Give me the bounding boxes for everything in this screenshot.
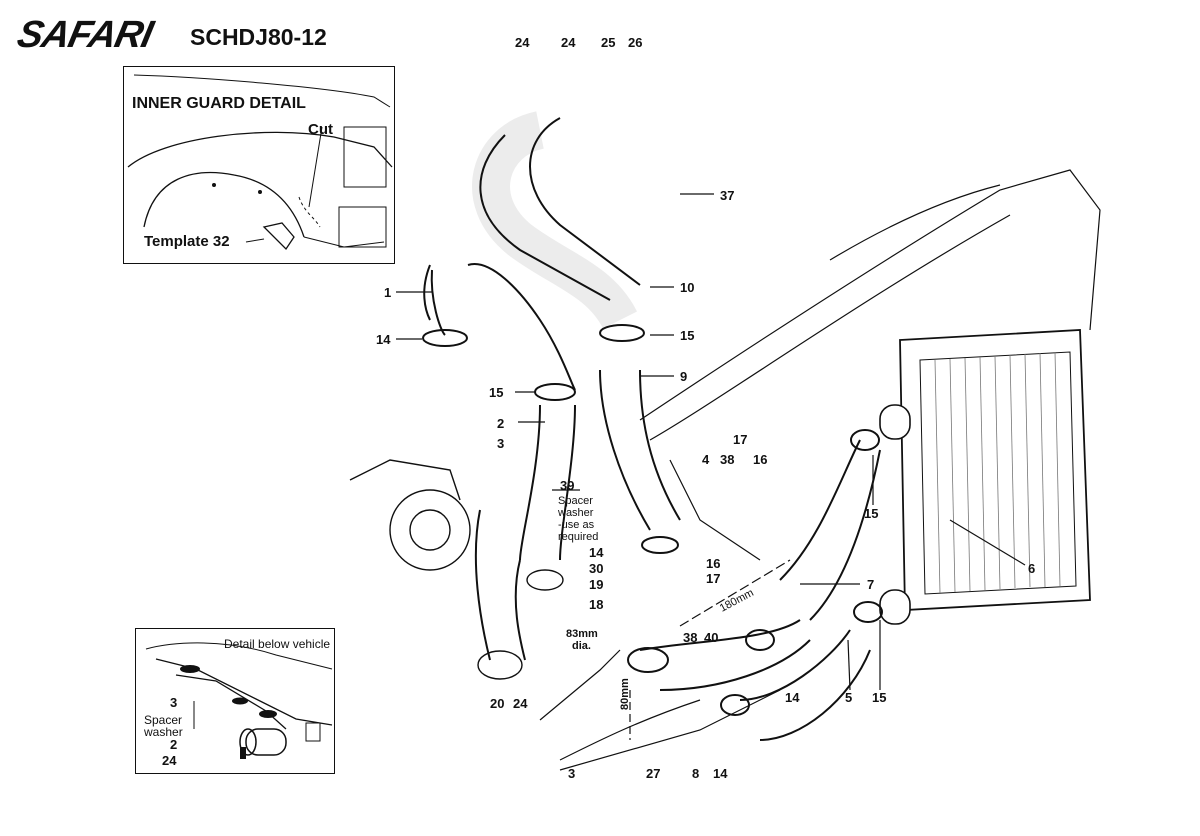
below-label-spacer: Spacer	[144, 713, 183, 727]
below-vehicle-detail-inset: Detail below vehicle 3 Spacer washer 2 2…	[135, 628, 335, 774]
callout-15-a: 15	[489, 385, 503, 400]
note-spacer-3: -use as	[558, 519, 595, 531]
callout-17-b: 17	[706, 571, 720, 586]
callout-19: 19	[589, 577, 603, 592]
dim-180mm: 180mm	[718, 587, 756, 615]
below-vehicle-title: Detail below vehicle	[224, 637, 331, 651]
callout-6: 6	[1028, 561, 1035, 576]
callout-8: 8	[692, 766, 699, 781]
callout-14-b: 14	[589, 545, 604, 560]
callout-15-c: 15	[864, 506, 878, 521]
note-spacer-4: required	[558, 531, 598, 543]
callout-18: 18	[589, 597, 603, 612]
below-label-2: 2	[170, 737, 178, 752]
callout-5: 5	[845, 690, 852, 705]
callout-24-c: 24	[513, 696, 528, 711]
callout-40: 40	[704, 630, 718, 645]
callout-leaders	[396, 193, 1026, 691]
callout-15-d: 15	[872, 690, 886, 705]
callout-24-a: 24	[515, 35, 530, 50]
callout-14-d: 14	[713, 766, 728, 781]
callout-15-b: 15	[680, 328, 694, 343]
callout-3: 3	[497, 436, 504, 451]
callout-3-bottom: 3	[568, 766, 575, 781]
callout-27: 27	[646, 766, 660, 781]
below-label-3: 3	[170, 695, 178, 710]
callout-4: 4	[702, 452, 710, 467]
dim-80mm: 80mm	[619, 678, 631, 710]
callout-37: 37	[720, 188, 734, 203]
callout-25: 25	[601, 35, 615, 50]
callout-20: 20	[490, 696, 504, 711]
below-label-24: 24	[162, 753, 177, 768]
callout-16-a: 16	[753, 452, 767, 467]
dim-83mm: 83mm	[566, 628, 598, 640]
callout-1: 1	[384, 285, 391, 300]
inner-guard-drawing	[127, 74, 393, 251]
callout-30: 30	[589, 561, 603, 576]
intercooler-core	[879, 329, 1091, 625]
cut-label: Cut	[308, 121, 333, 138]
note-spacer-1: Spacer	[558, 495, 593, 507]
hose-clamps	[422, 324, 883, 716]
engine-bay-outline	[539, 169, 1101, 771]
template-label: Template 32	[144, 233, 230, 250]
callout-9: 9	[680, 369, 687, 384]
callout-26: 26	[628, 35, 642, 50]
callout-39: 39	[560, 478, 574, 493]
callout-24-b: 24	[561, 35, 576, 50]
callout-17-a: 17	[733, 432, 747, 447]
callout-38-b: 38	[683, 630, 697, 645]
inner-guard-title: INNER GUARD DETAIL	[132, 95, 306, 112]
callout-16-b: 16	[706, 556, 720, 571]
note-spacer-2: washer	[557, 507, 594, 519]
intercooler-pipework	[423, 111, 881, 741]
callout-38-a: 38	[720, 452, 734, 467]
callout-14-a: 14	[376, 332, 391, 347]
model-code: SCHDJ80-12	[190, 24, 327, 50]
dim-dia: dia.	[572, 640, 591, 652]
callout-2: 2	[497, 416, 504, 431]
turbocharger	[349, 459, 564, 680]
callout-7: 7	[867, 577, 874, 592]
callout-14-c: 14	[785, 690, 800, 705]
below-vehicle-drawing	[145, 642, 333, 759]
below-label-washer: washer	[144, 725, 183, 739]
inner-guard-detail-inset: INNER GUARD DETAIL Cut Template 32	[123, 66, 395, 264]
callout-10: 10	[680, 280, 694, 295]
dimension-180mm-line	[679, 559, 791, 627]
